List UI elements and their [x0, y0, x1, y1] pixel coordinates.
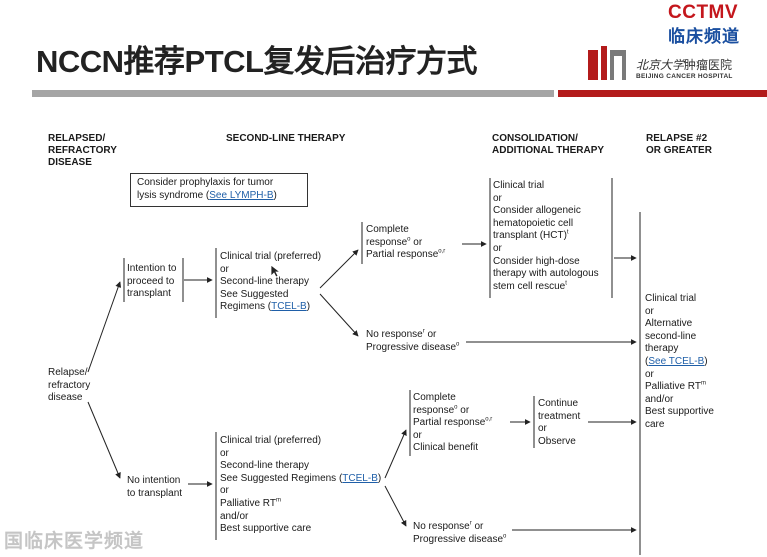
- arrow-to-intention: [87, 281, 122, 373]
- hospital-name-cn: 北京大学肿瘤医院: [636, 58, 733, 72]
- arrow-to-no-intention: [87, 401, 121, 479]
- cctv-logo-text: CCTMV: [668, 2, 739, 23]
- header-relapsed-refractory: RELAPSED/ REFRACTORY DISEASE: [48, 133, 117, 168]
- arrow-to-upper-noresponse: [319, 293, 359, 337]
- continue-treatment-or-observe: Continue treatment or Observe: [538, 398, 581, 447]
- lower-second-line-therapy: Clinical trial (preferred) or Second-lin…: [220, 435, 382, 535]
- header-relapse-2: RELAPSE #2 OR GREATER: [646, 133, 712, 156]
- prophylaxis-box: Consider prophylaxis for tumor lysis syn…: [130, 173, 308, 207]
- see-tcel-b-link[interactable]: See TCEL-B: [648, 355, 705, 367]
- header-consolidation: CONSOLIDATION/ ADDITIONAL THERAPY: [492, 133, 605, 156]
- upper-second-line-therapy: Clinical trial (preferred) or Second-lin…: [220, 251, 322, 313]
- relapse-2-options: Clinical trial or Alternative second-lin…: [645, 293, 714, 430]
- title-underline-red: [558, 90, 767, 97]
- arrow-to-lower-noresponse: [384, 485, 407, 527]
- slide-title: NCCN推荐PTCL复发后治疗方式: [36, 44, 477, 79]
- upper-complete-partial-response: Complete responseo or Partial responseo,…: [366, 224, 446, 261]
- mouse-cursor-icon: [270, 264, 282, 278]
- watermark-text: 国临床医学频道: [4, 531, 145, 552]
- lower-complete-partial-response: Complete responseo or Partial responseo,…: [413, 392, 493, 454]
- hospital-logo-icon: [588, 46, 626, 80]
- lower-no-response: No responser or Progressive diseaseo: [413, 520, 507, 545]
- upper-no-response: No responser or Progressive diseaseo: [366, 328, 460, 353]
- arrow-to-upper-response: [319, 249, 359, 289]
- arrow-to-lower-response: [384, 429, 407, 479]
- title-underline-gray: [32, 90, 554, 97]
- consolidation-options: Clinical trial or Consider allogeneic he…: [493, 180, 599, 292]
- tcel-b-link-upper[interactable]: TCEL-B: [271, 301, 307, 313]
- no-intention-to-transplant: No intention to transplant: [127, 475, 183, 499]
- header-second-line-therapy: SECOND-LINE THERAPY: [226, 133, 346, 144]
- intention-to-transplant: Intention to proceed to transplant: [127, 263, 177, 300]
- tcel-b-link-lower[interactable]: TCEL-B: [342, 472, 378, 484]
- hospital-name-en: BEIJING CANCER HOSPITAL: [636, 73, 733, 80]
- relapse-refractory-disease: Relapse/ refractory disease: [48, 367, 91, 404]
- cctv-channel-text: 临床频道: [668, 27, 740, 46]
- lymph-b-link[interactable]: See LYMPH-B: [209, 189, 274, 201]
